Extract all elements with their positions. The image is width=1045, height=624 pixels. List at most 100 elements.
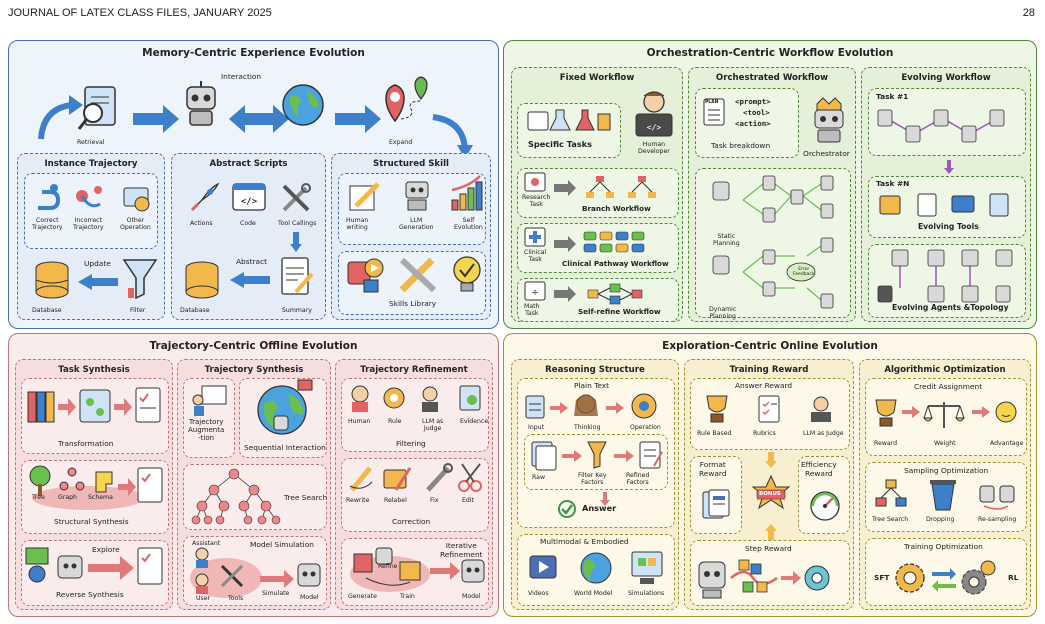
- memory-title: Memory-Centric Experience Evolution: [142, 47, 365, 59]
- reasoning-structure-box: Reasoning Structure Plain Text Input Thi…: [511, 359, 679, 610]
- orchestrated-workflow-title: Orchestrated Workflow: [715, 73, 829, 83]
- right-arrow-icon: [133, 105, 179, 133]
- plan-clipboard-icon: [703, 98, 725, 126]
- structural-synthesis-label: Structural Synthesis: [54, 517, 129, 526]
- transformation-label: Transformation: [58, 439, 114, 448]
- research-task-icon: [524, 172, 546, 192]
- bonus-label: BONUS: [759, 491, 781, 497]
- interaction-label: Interaction: [221, 72, 262, 81]
- refine-label: Refine: [378, 563, 398, 570]
- orchestrator-label: Orchestrator: [803, 149, 850, 158]
- database-label: Database: [32, 307, 62, 314]
- evolving-workflow-title: Evolving Workflow: [901, 73, 991, 83]
- reward-label: Reward: [874, 440, 898, 447]
- thinking-label: Thinking: [574, 424, 601, 431]
- structured-skill-title: Structured Skill: [373, 159, 449, 169]
- tree-search-label-2: Tree Search: [872, 516, 909, 523]
- branch-workflow-label: Branch Workflow: [582, 204, 651, 213]
- left-arrow-icon: [230, 272, 270, 288]
- memory-panel: Memory-Centric Experience Evolution Retr…: [8, 40, 499, 329]
- credit-assignment-diagram: [875, 399, 1017, 428]
- filter-funnel-icon: [122, 259, 158, 300]
- trajectory-types-box: [24, 173, 158, 249]
- evolving-agents-label: Evolving Agents &Topology: [892, 303, 1009, 312]
- code-label: Code: [240, 220, 256, 227]
- down-arrow-icon: [765, 452, 777, 468]
- evolving-tools-icons: [879, 193, 1009, 217]
- iterative-refinement-diagram: [350, 547, 485, 592]
- model-label: Model: [300, 594, 319, 601]
- tool-line: <tool>: [743, 108, 770, 117]
- training-reward-box: Training Reward Answer Reward Rule Based…: [684, 359, 854, 610]
- left-arrow-icon: [78, 274, 118, 290]
- down-arrow-icon: [944, 160, 954, 174]
- branch-workflow-diagram: [554, 176, 656, 198]
- videos-label: Videos: [528, 590, 549, 597]
- model-simulation-diagram: [190, 547, 321, 598]
- abstract-label: Abstract: [236, 257, 268, 266]
- specific-tasks-label: Specific Tasks: [528, 139, 592, 149]
- graph-label: Graph: [58, 494, 77, 501]
- tools-icon: [282, 183, 311, 212]
- fixed-workflow-title: Fixed Workflow: [559, 73, 635, 83]
- tool-callings-label: Tool Callings: [278, 220, 317, 227]
- algorithmic-optimization-box: Algorithmic Optimization Credit Assignme…: [859, 359, 1031, 610]
- user-label: User: [196, 595, 211, 602]
- retrieval-document-icon: [77, 86, 116, 130]
- simulate-label: Simulate: [262, 590, 290, 597]
- human-label: Human: [348, 418, 371, 425]
- plain-text-label: Plain Text: [574, 381, 610, 390]
- task1-agents-graph: [877, 109, 1005, 143]
- speedometer-icon: [810, 491, 840, 521]
- algorithmic-optimization-title: Algorithmic Optimization: [884, 365, 1006, 375]
- evidence-label: Evidence: [460, 418, 489, 425]
- svg-text:÷: ÷: [531, 288, 539, 298]
- down-arrow-icon: [600, 492, 610, 506]
- sequential-globe-icon: [257, 379, 313, 435]
- orchestration-panel: Orchestration-Centric Workflow Evolution…: [503, 40, 1037, 329]
- human-developer-icon: </>: [635, 91, 673, 137]
- database-label-2: Database: [180, 307, 210, 314]
- model-simulation-label: Model Simulation: [250, 540, 314, 549]
- correction-icons: [349, 463, 482, 492]
- instance-trajectory-title: Instance Trajectory: [44, 159, 138, 169]
- other-operation-icon: [123, 187, 150, 212]
- self-refine-diagram: [554, 283, 643, 305]
- retrieval-label: Retrieval: [77, 139, 105, 146]
- correct-trajectory-icon: [38, 184, 61, 210]
- self-refine-label: Self-refine Workflow: [578, 307, 661, 316]
- down-arrow-icon: [290, 232, 302, 252]
- training-optimization-label: Training Optimization: [904, 542, 983, 551]
- orchestrated-workflow-box: Orchestrated Workflow PLAN <prompt> <too…: [688, 67, 856, 322]
- training-gears-diagram: [895, 560, 996, 595]
- location-pin-icon: [385, 76, 428, 123]
- sequential-interaction-label: Sequential Interaction: [244, 443, 326, 452]
- trajectory-title: Trajectory-Centric Offline Evolution: [149, 340, 358, 352]
- incorrect-trajectory-icon: [76, 186, 102, 208]
- credit-assignment-label: Credit Assignment: [914, 382, 983, 391]
- evolving-workflow-box: Evolving Workflow Task #1 Task #N Evolvi…: [861, 67, 1031, 322]
- sampling-optimization-label: Sampling Optimization: [904, 466, 989, 475]
- exploration-panel: Exploration-Centric Online Evolution Rea…: [503, 333, 1037, 617]
- prompt-line: <prompt>: [735, 97, 771, 106]
- advantage-label: Advantage: [990, 440, 1024, 447]
- code-window-icon: </>: [232, 183, 266, 211]
- journal-header: JOURNAL OF LATEX CLASS FILES, JANUARY 20…: [8, 7, 272, 19]
- schema-label: Schema: [88, 494, 113, 501]
- step-reward-label: Step Reward: [745, 544, 792, 553]
- page-number: 28: [1022, 7, 1035, 19]
- taskn-label: Task #N: [876, 179, 910, 188]
